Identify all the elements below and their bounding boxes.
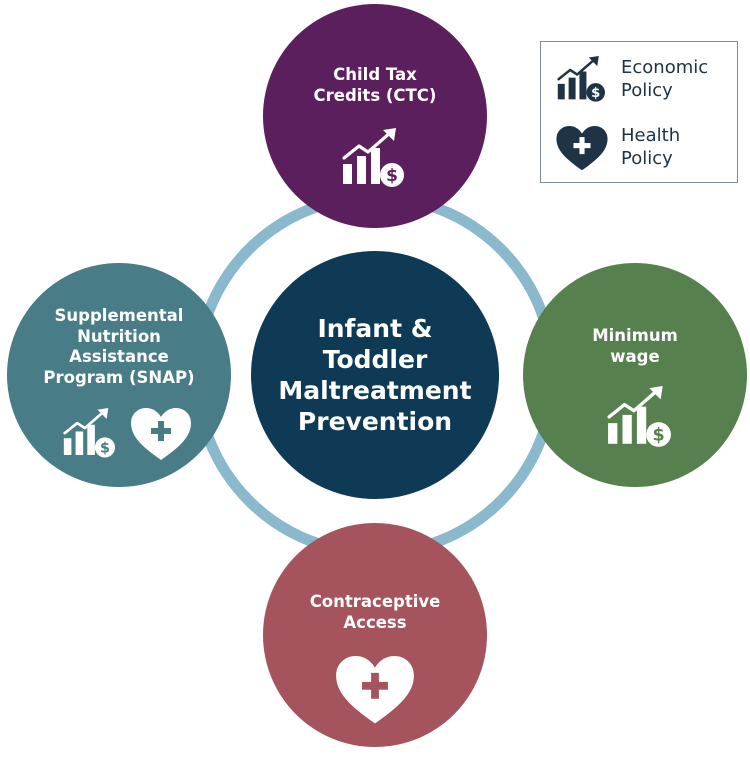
legend-economic-label: Economic Policy xyxy=(621,56,708,103)
contraceptive-label-line: Contraceptive xyxy=(309,592,441,611)
minimum-wage-label-line: wage xyxy=(610,346,660,366)
ctc-circle xyxy=(263,4,487,228)
legend-health-label-line: Policy xyxy=(621,148,673,170)
minimum-wage-circle xyxy=(523,263,747,487)
svg-text:$: $ xyxy=(653,426,665,446)
economic-policy-icon: $ xyxy=(557,56,605,102)
legend-economic-label-line: Policy xyxy=(621,80,673,102)
ctc-label-line: Credits (CTC) xyxy=(313,85,437,105)
center-circle xyxy=(251,251,499,499)
ctc-label: Child Tax Credits (CTC) xyxy=(263,65,487,106)
minimum-wage-label: Minimum wage xyxy=(523,326,747,367)
economic-policy-icon: $ xyxy=(63,408,115,458)
health-policy-icon xyxy=(556,126,608,171)
center-label-line: Prevention xyxy=(297,407,453,436)
snap-label-line: Nutrition xyxy=(77,326,161,346)
center-label: Infant & Toddler Maltreatment Prevention xyxy=(251,313,499,437)
minimum-wage-label-line: Minimum xyxy=(592,326,678,345)
center-label-line: Maltreatment xyxy=(278,376,472,405)
ctc-label-line: Child Tax xyxy=(333,65,417,84)
economic-policy-icon: $ xyxy=(607,386,671,447)
svg-text:$: $ xyxy=(386,166,398,186)
health-policy-icon xyxy=(131,408,191,460)
snap-label-line: Assistance xyxy=(69,347,169,367)
contraceptive-label: Contraceptive Access xyxy=(263,592,487,633)
legend-economic-label-line: Economic xyxy=(621,57,709,78)
svg-text:$: $ xyxy=(100,440,110,456)
health-policy-icon xyxy=(336,656,414,724)
snap-circle xyxy=(7,263,231,487)
contraceptive-label-line: Access xyxy=(343,612,407,632)
legend-health-label: Health Policy xyxy=(621,124,680,171)
snap-label: Supplemental Nutrition Assistance Progra… xyxy=(7,306,231,389)
center-label-line: Toddler xyxy=(322,345,428,374)
snap-label-line: Supplemental xyxy=(54,306,184,325)
center-label-line: Infant & xyxy=(317,314,433,343)
economic-policy-icon: $ xyxy=(342,128,404,187)
snap-label-line: Program (SNAP) xyxy=(43,367,195,387)
legend: $ Economic Policy Health Policy xyxy=(540,41,738,183)
legend-health-label-line: Health xyxy=(621,125,681,146)
svg-text:$: $ xyxy=(591,86,600,101)
